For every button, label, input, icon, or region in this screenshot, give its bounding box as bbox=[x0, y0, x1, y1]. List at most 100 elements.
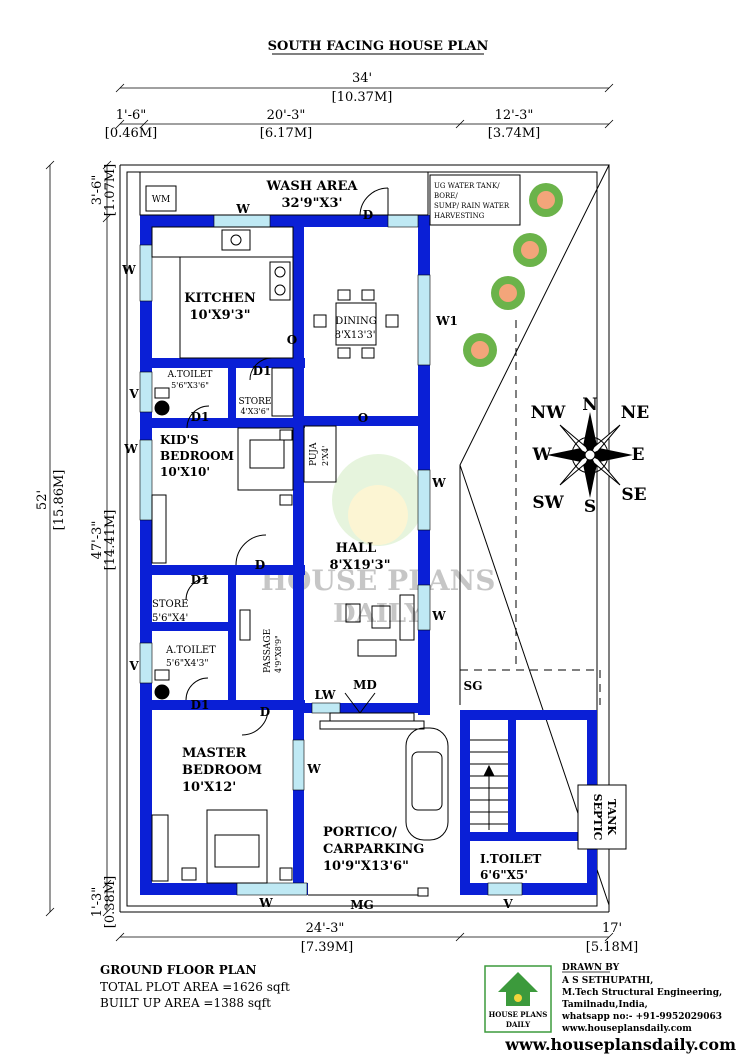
drawer-site: www.houseplansdaily.com bbox=[561, 1024, 692, 1034]
house-depth-metric: [14.41M] bbox=[103, 510, 118, 571]
logo-line2: DAILY bbox=[506, 1020, 531, 1029]
left-strip-metric: [0.46M] bbox=[105, 126, 157, 141]
footer: GROUND FLOOR PLAN TOTAL PLOT AREA =1626 … bbox=[100, 963, 736, 1054]
a-toilet-1-size: 5'6"X3'6" bbox=[171, 381, 209, 390]
logo-line1: HOUSE PLANS bbox=[489, 1010, 548, 1019]
window-label: W bbox=[121, 263, 136, 277]
bottom-left-metric: [7.39M] bbox=[301, 940, 353, 955]
door-label: D bbox=[255, 558, 265, 572]
wash-area-label: WASH AREA bbox=[266, 179, 359, 194]
opening-o-label: O bbox=[358, 411, 368, 425]
passage-size: 4'9"X8'9" bbox=[274, 635, 283, 673]
site-url-large: www.houseplansdaily.com bbox=[504, 1035, 736, 1054]
fixtures bbox=[145, 185, 627, 897]
window-label: W bbox=[431, 609, 446, 623]
dining-size: 8'X13'3" bbox=[335, 330, 378, 341]
vent-label: V bbox=[502, 897, 513, 911]
house-width-label: 20'-3" bbox=[267, 108, 306, 123]
total-plot-area: TOTAL PLOT AREA =1626 sqft bbox=[100, 980, 290, 994]
door-label: D bbox=[363, 208, 373, 222]
drawn-by: DRAWN BY bbox=[562, 963, 620, 973]
plan-name: GROUND FLOOR PLAN bbox=[100, 963, 256, 977]
drawer-name: A S SETHUPATHI, bbox=[561, 976, 653, 986]
window-w1-label: W1 bbox=[435, 314, 458, 328]
door-d1-label: D1 bbox=[191, 698, 210, 712]
kitchen-label: KITCHEN bbox=[184, 291, 256, 306]
opening-o-label: O bbox=[287, 333, 297, 347]
compass-w: W bbox=[531, 445, 552, 465]
master-bedroom-line1: MASTER bbox=[182, 746, 246, 761]
left-dimensions: 52' [15.86M] 3'-6" [1.07M] 47'-3" [14.41… bbox=[35, 160, 118, 928]
hall-size: 8'X19'3" bbox=[329, 558, 390, 573]
ug-tank-line2: BORE/ bbox=[434, 192, 458, 200]
side-gate-label: SG bbox=[464, 679, 483, 693]
house-width-metric: [6.17M] bbox=[260, 126, 312, 141]
window-label: W bbox=[123, 442, 138, 456]
puja-size: 2'X4' bbox=[321, 446, 330, 466]
overall-depth-label: 52' bbox=[35, 490, 50, 510]
wash-area-size: 32'9"X3' bbox=[281, 196, 342, 211]
plan-title: SOUTH FACING HOUSE PLAN bbox=[268, 39, 489, 54]
bottom-left-label: 24'-3" bbox=[306, 921, 345, 936]
left-strip-label: 1'-6" bbox=[116, 108, 147, 123]
kitchen-size: 10'X9'3" bbox=[189, 308, 250, 323]
compass-ne: NE bbox=[621, 403, 650, 423]
a-toilet-2-size: 5'6"X4'3" bbox=[166, 659, 209, 669]
top-dimensions: 34' [10.37M] 1'-6" [0.46M] 20'-3" [6.17M… bbox=[105, 71, 614, 141]
window-label: W bbox=[258, 896, 273, 910]
store-2-size: 5'6"X4' bbox=[152, 613, 188, 624]
compass-s: S bbox=[584, 497, 596, 517]
door-label: D bbox=[260, 705, 270, 719]
bottom-right-metric: [5.18M] bbox=[586, 940, 638, 955]
main-door-label: MD bbox=[353, 678, 377, 692]
compass-se: SE bbox=[621, 485, 646, 505]
compass-rose: N NE E SE S SW W NW bbox=[531, 395, 650, 517]
drawer-whatsapp: whatsapp no:- +91-9952029063 bbox=[561, 1012, 722, 1022]
kids-bedroom-line2: BEDROOM bbox=[160, 449, 234, 463]
vent-label: V bbox=[128, 659, 139, 673]
compass-n: N bbox=[582, 395, 598, 415]
logo-house-icon bbox=[498, 972, 538, 992]
kids-bedroom-line1: KID'S bbox=[160, 433, 199, 447]
drawer-location: Tamilnadu,India, bbox=[562, 1000, 648, 1010]
compass-e: E bbox=[632, 445, 645, 465]
window-label: W bbox=[431, 476, 446, 490]
ug-tank-line1: UG WATER TANK/ bbox=[434, 182, 500, 190]
i-toilet-size: 6'6"X5' bbox=[480, 868, 528, 882]
door-d1-label: D1 bbox=[191, 573, 210, 587]
passage-label: PASSAGE bbox=[263, 629, 273, 673]
right-top-metric: [3.74M] bbox=[488, 126, 540, 141]
room-labels: WASH AREA 32'9"X3' WM UG WATER TANK/ BOR… bbox=[152, 179, 618, 882]
watermark: HOUSE PLANS DAILY bbox=[261, 454, 495, 629]
dining-label: DINING bbox=[335, 316, 376, 327]
bottom-dimensions: 24'-3" [7.39M] 17' [5.18M] bbox=[115, 921, 638, 955]
ug-tank-line3: SUMP/ RAIN WATER bbox=[434, 202, 510, 210]
door-d1-label: D1 bbox=[191, 410, 210, 424]
garden-plants bbox=[463, 183, 563, 367]
compass-nw: NW bbox=[531, 403, 567, 423]
vent-label: V bbox=[128, 387, 139, 401]
a-toilet-2-label: A.TOILET bbox=[165, 645, 216, 656]
portico-line1: PORTICO/ bbox=[323, 825, 397, 840]
window-label: W bbox=[235, 202, 250, 216]
hall-label: HALL bbox=[336, 541, 377, 556]
a-toilet-1-label: A.TOILET bbox=[167, 370, 213, 380]
compass-sw: SW bbox=[532, 493, 564, 513]
right-top-label: 12'-3" bbox=[495, 108, 534, 123]
store-2-label: STORE bbox=[152, 599, 189, 610]
septic-tank-line2: TANK bbox=[605, 799, 618, 835]
built-up-area: BUILT UP AREA =1388 sqft bbox=[100, 996, 271, 1010]
portico-line2: CARPARKING bbox=[323, 842, 424, 857]
store-1-size: 4'X3'6" bbox=[240, 407, 269, 416]
ledge-window-label: LW bbox=[314, 688, 336, 702]
master-bedroom-line2: BEDROOM bbox=[182, 763, 262, 778]
septic-tank-line1: SEPTIC bbox=[591, 794, 604, 841]
door-d1-label: D1 bbox=[253, 364, 272, 378]
kids-bedroom-size: 10'X10' bbox=[160, 465, 210, 479]
window-label: W bbox=[306, 762, 321, 776]
master-bedroom-size: 10'X12' bbox=[182, 780, 236, 795]
top-strip-metric: [1.07M] bbox=[103, 164, 118, 216]
windows bbox=[139, 214, 523, 896]
top-strip-label: 3'-6" bbox=[90, 175, 105, 206]
